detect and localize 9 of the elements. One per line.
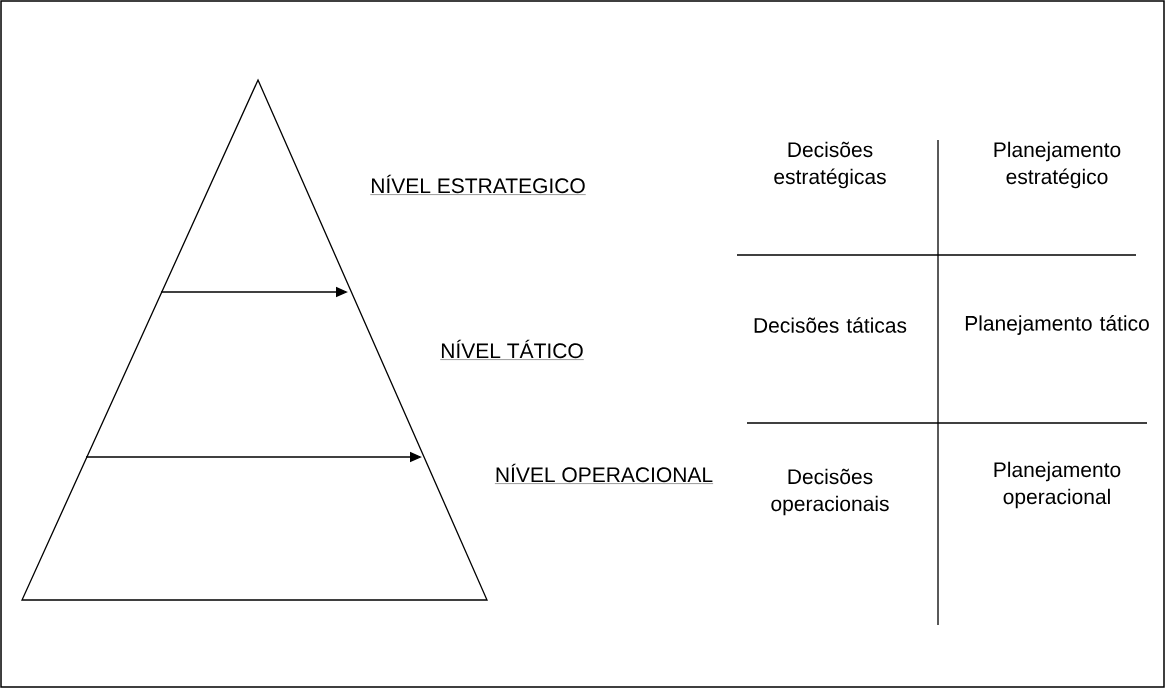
table-cell-text: Decisões táticas	[754, 317, 907, 333]
table-cell-text: Planejamento operacional	[994, 461, 1121, 509]
table-cell-text: Planejamento tático	[965, 315, 1149, 335]
table-cell-text: Decisões estratégicas	[774, 141, 886, 189]
level-label: NÍVEL ESTRATEGICO	[370, 174, 586, 195]
table-cell-text: Planejamento estratégico	[994, 141, 1121, 189]
level-label: NÍVEL TÁTICO	[440, 339, 584, 360]
level-label: NÍVEL OPERACIONAL	[494, 463, 714, 484]
table-cell-text: Decisões operacionais	[771, 468, 889, 516]
